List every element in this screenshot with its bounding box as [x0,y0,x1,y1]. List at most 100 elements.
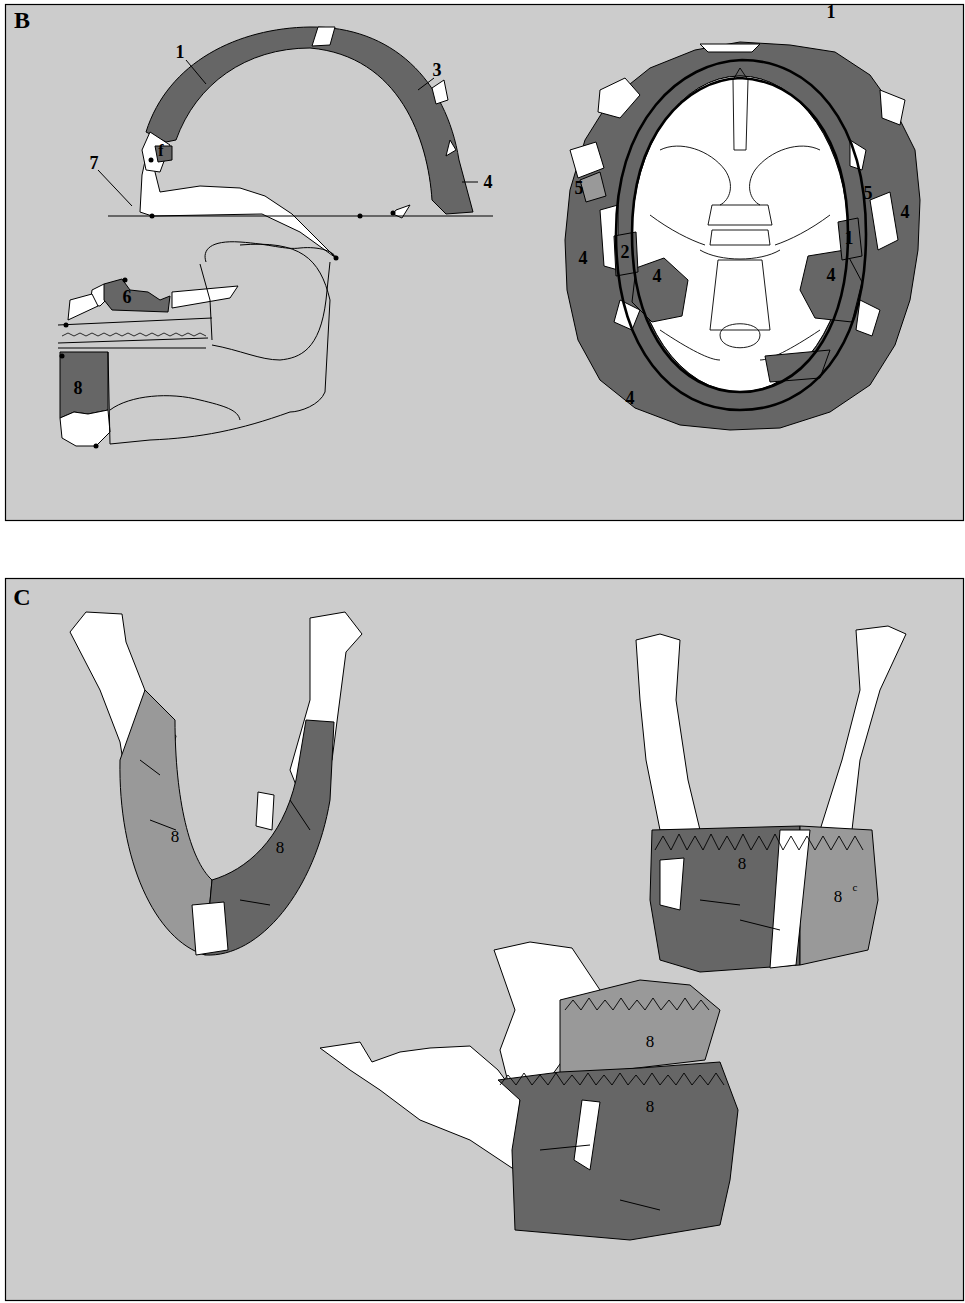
callout-number: 1 [845,229,854,247]
landmark-dot [334,256,339,261]
outline-line [240,244,330,412]
mandible-frontal [636,626,906,972]
skull-lateral [60,352,108,418]
skull-basal [632,76,848,392]
callout-number: 8 [74,379,83,397]
callout-number: 8 [646,1033,655,1050]
landmark-dot [123,278,128,283]
mandible-oblique [320,942,738,1240]
fragment-patch [632,258,688,322]
panel-letter: C [13,585,30,609]
leader-line [186,60,206,84]
callout-number: 4 [901,203,910,221]
cranial-base-outline [720,324,760,348]
callout-number: 4 [827,266,836,284]
callout-number: 8 [646,1098,655,1115]
landmark-dot [60,354,65,359]
cranial-base-outline [660,146,730,205]
callout-number: 4 [484,173,493,191]
mandible-oblique [540,1145,660,1210]
skull-basal [870,192,898,250]
landmark-dot [94,444,99,449]
mandible-frontal [770,830,810,968]
brain-outline [616,60,866,410]
skull-lateral [172,286,238,308]
landmark-dot [150,214,155,219]
skull-basal [580,172,606,202]
callout-number: 5 [575,179,584,197]
tooth-hatching [62,333,206,336]
callout-number: 5 [864,184,873,202]
cranial-base-outline [775,215,830,245]
outline-line [108,352,290,444]
leader-line [462,182,478,183]
callout-number: 3 [433,61,442,79]
skull-lateral [60,410,110,446]
landmark-dot [60,158,396,449]
cranial-base-outline [733,68,748,150]
tooth-hatching [62,333,206,336]
skull-lateral [58,318,212,348]
callout-number: 1 [176,43,185,61]
panel-frame [6,5,964,521]
skull-basal [856,300,880,336]
mandible-frontal [700,900,780,930]
skull-lateral [68,294,98,320]
mandible-occlusal [70,612,362,955]
outline-line [212,262,330,360]
landmark-dot [149,158,154,163]
mandible-frontal [820,626,906,830]
skull-basal [565,42,920,430]
cranial-base-outline [700,250,780,259]
mandible-occlusal [140,760,310,905]
landmark-dot [358,214,363,219]
mandible-frontal [636,634,700,830]
landmark-dot [64,323,69,328]
callout-number: f [158,143,163,159]
skull-lateral [58,27,473,446]
cranial-base-outline [750,146,820,205]
cranial-base-outline [710,260,770,330]
callout-number: 4 [579,249,588,267]
mandible-frontal [655,834,863,850]
fragment-patch [838,218,862,260]
callout-number: 4 [626,389,635,407]
callout-number: 8 [171,828,180,845]
skull-lateral [312,27,335,46]
skull-lateral [446,140,456,156]
outline-line [98,170,493,444]
skull-basal [598,78,640,118]
skull-lateral [140,138,336,258]
cranial-base-outline [708,205,772,225]
mandible-occlusal [192,902,228,955]
mandible-oblique [498,1062,738,1240]
skull-basal [880,90,905,125]
mandible-oblique [565,998,709,1010]
callout-number: 8 [276,839,285,856]
panel-frame [6,579,964,1301]
brain-outline [616,60,866,410]
cranial-base-outline [650,215,705,245]
callout-number: 1 [827,3,836,21]
skull-lateral [146,27,473,214]
outline-line [200,264,212,340]
mandible-frontal [660,858,684,910]
brain-outline [632,78,848,392]
mandible-occlusal [256,792,274,830]
leader-line [186,60,478,182]
fragment-patch [614,218,862,382]
callout-number: 6 [123,288,132,306]
skull-basal [565,42,920,430]
landmark-dot [391,211,396,216]
cranial-base-outline [710,230,770,245]
callout-number: 7 [90,154,99,172]
panel-letter: B [14,8,30,32]
callout-number: 4 [653,267,662,285]
callout-number: 2 [621,243,630,261]
skull-basal [700,44,760,52]
outline-line [110,396,240,420]
panel-frame [6,5,964,1301]
callout-letter: c [853,882,858,893]
